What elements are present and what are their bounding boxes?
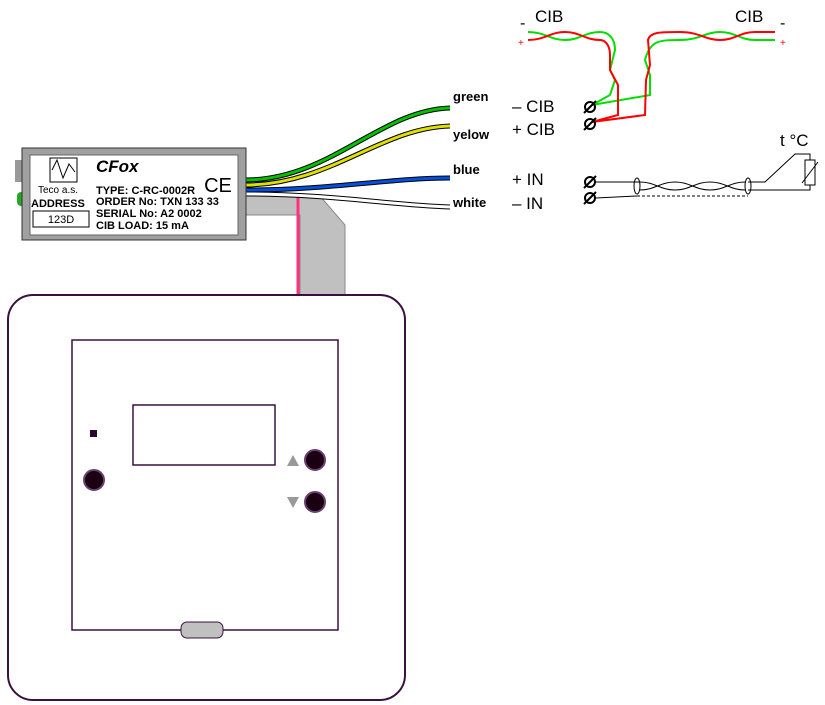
cib-left-minus: - [520,15,525,32]
sensor-label: t °C [780,131,809,150]
address-value: 123D [48,214,74,226]
load: CIB LOAD: 15 mA [96,220,189,232]
cable-strip [244,195,346,297]
cib-left-plus: + [518,38,524,49]
manufacturer: Teco a.s. [38,185,78,196]
wire-label-green: green [453,89,488,104]
sensor-cable [595,153,819,199]
wire-label-yellow: yelow [453,127,490,142]
cib-left-label: CIB [535,7,563,26]
display [132,404,276,466]
down-button[interactable] [304,491,326,513]
terminal-in-plus: + IN [512,170,544,189]
wire-label-blue: blue [453,162,480,177]
wall-panel [7,294,406,701]
order: ORDER No: TXN 133 33 [96,196,219,208]
led-indicator [90,430,97,437]
yellow-wire [244,124,451,187]
cib-bus [527,30,775,123]
cib-right-plus: + [780,38,786,49]
left-button[interactable] [83,469,105,491]
cib-right-label: CIB [735,7,763,26]
ce-mark: CE [204,175,232,197]
blue-wire [244,176,451,192]
serial: SERIAL No: A2 0002 [96,208,202,220]
screw-terminal-icons [583,100,597,205]
wire-label-white: white [452,195,486,210]
cfox-module: Teco a.s. ADDRESS 123D CFox CE TYPE: C-R… [15,147,247,241]
brand: CFox [96,157,140,176]
cib-right-minus: - [780,15,785,32]
terminal-cib-plus: + CIB [512,120,555,139]
up-arrow-icon [287,455,299,466]
up-button[interactable] [304,449,326,471]
terminal-in-minus: – IN [512,194,543,213]
green-wire [244,106,451,182]
type: TYPE: C-RC-0002R [96,185,195,197]
down-arrow-icon [287,497,299,508]
white-wire [244,192,451,209]
terminal-cib-minus: – CIB [512,97,555,116]
address-label: ADDRESS [31,198,85,210]
bottom-slot [180,621,224,639]
module-wires [244,105,451,210]
